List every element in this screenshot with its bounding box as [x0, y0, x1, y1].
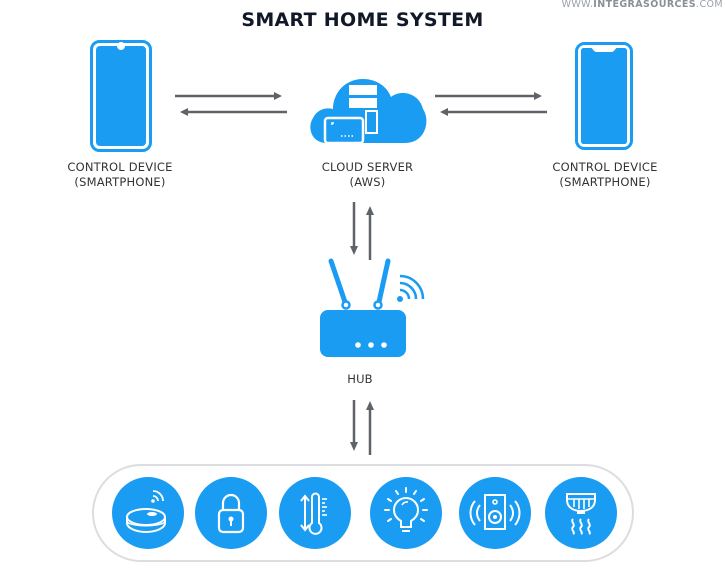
padlock-icon[interactable]	[195, 477, 267, 549]
right-device-label-line2: (SMARTPHONE)	[559, 175, 651, 189]
arrow-cloud-to-right	[435, 92, 542, 100]
left-device-label-line2: (SMARTPHONE)	[74, 175, 166, 189]
hub-router-icon	[320, 258, 425, 357]
thermometer-icon[interactable]	[279, 477, 351, 549]
lightbulb-icon[interactable]	[370, 477, 442, 549]
robot-vacuum-icon[interactable]	[112, 477, 184, 549]
right-smartphone-icon	[575, 42, 633, 150]
smoke-detector-icon[interactable]	[545, 477, 617, 549]
left-device-label-line1: CONTROL DEVICE	[67, 160, 173, 174]
left-smartphone-icon	[90, 40, 152, 152]
arrow-right-to-cloud	[440, 108, 547, 116]
hub-label: HUB	[347, 372, 373, 386]
speaker-icon[interactable]	[459, 477, 531, 549]
left-device-label: CONTROL DEVICE (SMARTPHONE)	[40, 160, 200, 190]
cloud-label: CLOUD SERVER (AWS)	[285, 160, 450, 190]
arrow-hub-to-devices	[350, 400, 358, 451]
right-device-label-line1: CONTROL DEVICE	[552, 160, 658, 174]
watermark-brand: INTEGRASOURCES	[593, 0, 697, 10]
arrow-hub-to-cloud	[366, 206, 374, 260]
arrow-devices-to-hub	[366, 401, 374, 455]
devices-group	[92, 464, 634, 562]
watermark: WWW.INTEGRASOURCES.COM	[562, 0, 723, 10]
cloud-label-line2: (AWS)	[349, 175, 386, 189]
arrow-left-to-cloud	[175, 92, 282, 100]
diagram-title: SMART HOME SYSTEM	[241, 9, 484, 31]
right-device-label: CONTROL DEVICE (SMARTPHONE)	[525, 160, 685, 190]
cloud-server-icon	[310, 79, 427, 145]
arrow-cloud-to-hub	[350, 202, 358, 255]
cloud-label-line1: CLOUD SERVER	[321, 160, 414, 174]
watermark-prefix: WWW.	[561, 0, 594, 10]
watermark-suffix: .COM	[696, 0, 723, 10]
arrow-cloud-to-left	[180, 108, 287, 116]
